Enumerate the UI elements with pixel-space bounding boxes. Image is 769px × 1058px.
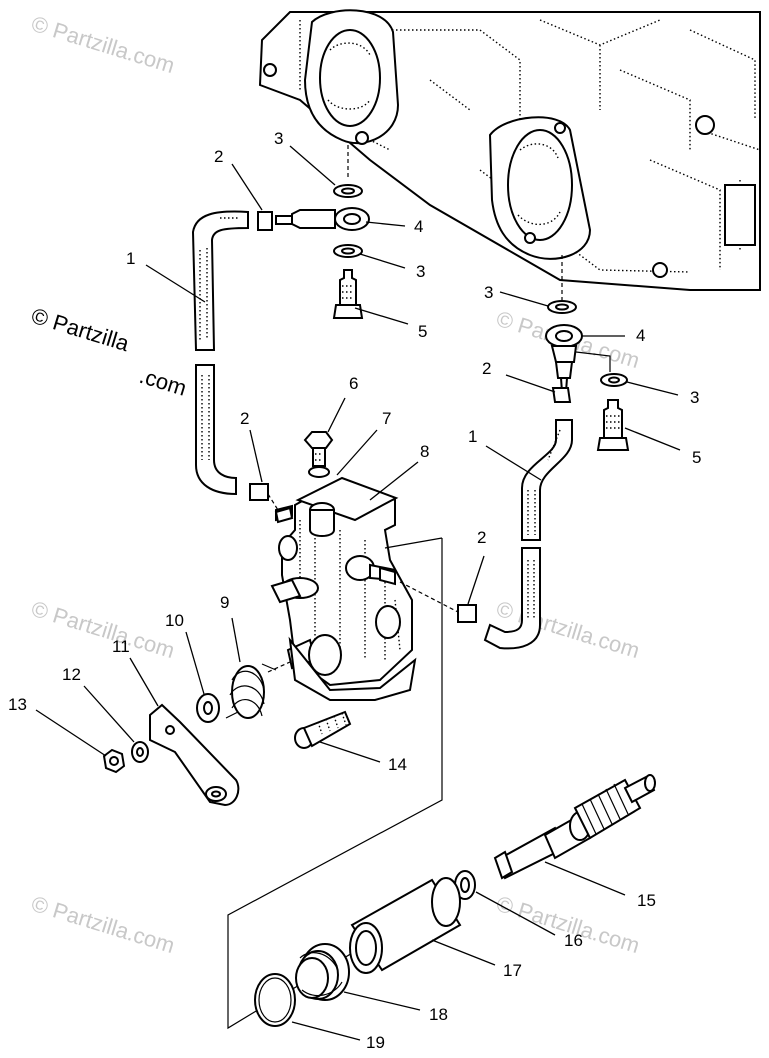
callout-5: 5: [418, 322, 427, 341]
detail-bracket: [384, 537, 443, 549]
oil-hose-right: [457, 419, 573, 650]
callout-3: 3: [274, 129, 283, 148]
callout-7: 7: [382, 409, 391, 428]
callout-13: 13: [8, 695, 27, 714]
callout-8: 8: [420, 442, 429, 461]
watermark: © Partzilla.com: [29, 891, 178, 958]
screw-14: [294, 710, 352, 749]
callout-5: 5: [692, 448, 701, 467]
banjo-bolt-5: [603, 399, 623, 439]
callout-10: 10: [165, 611, 184, 630]
callout-9: 9: [220, 593, 229, 612]
right-fitting-group: [545, 300, 630, 451]
callout-3: 3: [416, 262, 425, 281]
callout-3: 3: [690, 388, 699, 407]
alignment-line: [347, 145, 563, 300]
pump-bolt-group: [303, 431, 334, 478]
bushing-17: [349, 877, 462, 974]
callout-4: 4: [414, 217, 423, 236]
callout-2: 2: [214, 147, 223, 166]
alignment-line: [267, 493, 279, 511]
left-fitting-group: [275, 184, 370, 319]
banjo-bolt-5: [339, 269, 357, 306]
watermark: © Partzilla.com: [29, 11, 178, 78]
bolt-6: [303, 431, 334, 449]
hose-clamp-2: [249, 483, 269, 501]
pump-inlet-fitting: [274, 506, 294, 524]
return-spring-9: [225, 661, 291, 719]
pump-lever-11: [149, 703, 240, 807]
callout-2: 2: [477, 528, 486, 547]
callout-14: 14: [388, 755, 407, 774]
washer-16: [454, 870, 476, 900]
spring-18: [295, 943, 350, 1001]
callout-18: 18: [429, 1005, 448, 1024]
pump-outlet-fitting: [379, 566, 396, 586]
oil-pump-body: [270, 476, 417, 701]
callout-4: 4: [636, 326, 645, 345]
snap-ring-19: [254, 973, 296, 1027]
callout-6: 6: [349, 374, 358, 393]
callout-1: 1: [126, 249, 135, 268]
hose-clamp-2: [551, 387, 572, 403]
callout-15: 15: [637, 891, 656, 910]
callout-12: 12: [62, 665, 81, 684]
lock-washer-12: [131, 741, 149, 763]
callout-3: 3: [484, 283, 493, 302]
banjo-fitting-4: [291, 209, 336, 229]
leader-lines: [35, 145, 681, 1041]
washer-7: [308, 466, 330, 478]
watermark: © Partzilla.com: [29, 596, 178, 663]
callout-19: 19: [366, 1033, 385, 1052]
callout-2: 2: [482, 359, 491, 378]
callout-16: 16: [564, 931, 583, 950]
washer-10: [196, 693, 220, 723]
watermark-strong: © Partzilla: [29, 303, 133, 357]
hose-clamp-2: [457, 604, 477, 623]
callout-labels: 1 2 3 4 3 5 3 4 2 3 5 6 7 8 2 1 2 9 10 1…: [8, 129, 701, 1052]
callout-17: 17: [503, 961, 522, 980]
callout-11: 11: [112, 637, 130, 656]
drive-gear-shaft-15: [493, 774, 656, 880]
callout-1: 1: [468, 427, 477, 446]
oil-hose-left: [191, 210, 273, 501]
hose-clamp-2: [257, 211, 273, 231]
nut-13: [102, 748, 126, 774]
watermark-strong: .com: [137, 363, 190, 401]
alignment-line: [399, 581, 459, 613]
callout-2: 2: [240, 409, 249, 428]
engine-block: [258, 9, 761, 291]
